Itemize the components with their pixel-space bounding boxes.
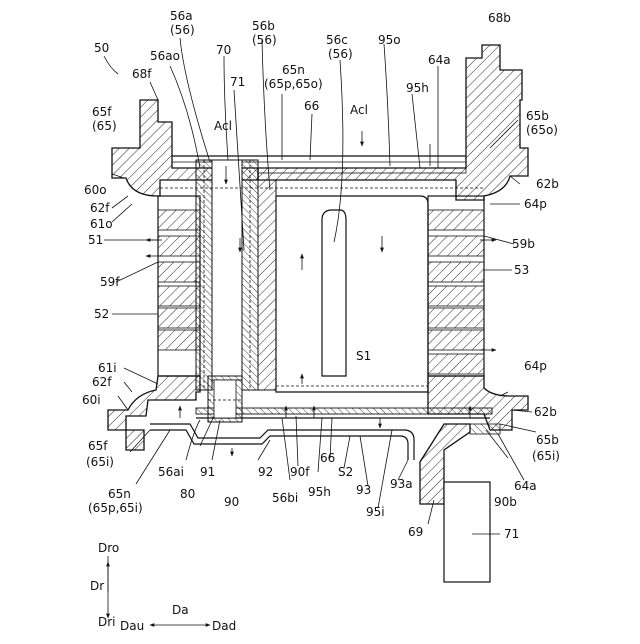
label-65n-top: 65n bbox=[282, 63, 305, 77]
label-95o: 95o bbox=[378, 33, 401, 47]
label-56a: 56a bbox=[170, 9, 193, 23]
label-65b-top-sub: (65o) bbox=[526, 123, 558, 137]
label-acl-left: Acl bbox=[214, 119, 232, 133]
label-66-top: 66 bbox=[304, 99, 319, 113]
label-65f-top: 65f bbox=[92, 105, 112, 119]
label-95h-top: 95h bbox=[406, 81, 429, 95]
label-64p-top: 64p bbox=[524, 197, 547, 211]
label-80: 80 bbox=[180, 487, 195, 501]
label-dad: Dad bbox=[212, 619, 236, 633]
label-95i: 95i bbox=[366, 505, 385, 519]
direction-axes bbox=[108, 556, 210, 625]
label-71-bot: 71 bbox=[504, 527, 519, 541]
label-61i: 61i bbox=[98, 361, 117, 375]
label-s1: S1 bbox=[356, 349, 371, 363]
label-90b: 90b bbox=[494, 495, 517, 509]
label-60o: 60o bbox=[84, 183, 107, 197]
center-tubes bbox=[196, 160, 276, 390]
label-65n-top-sub: (65p,65o) bbox=[264, 77, 323, 91]
label-56ao: 56ao bbox=[150, 49, 180, 63]
left-lower-flange bbox=[108, 376, 200, 450]
label-62f-bot: 62f bbox=[92, 375, 112, 389]
label-65b-top: 65b bbox=[526, 109, 549, 123]
label-68f: 68f bbox=[132, 67, 152, 81]
label-acl-right: Acl bbox=[350, 103, 368, 117]
label-50: 50 bbox=[94, 41, 109, 55]
label-62b-top: 62b bbox=[536, 177, 559, 191]
lower-housing bbox=[108, 376, 528, 460]
label-dau: Dau bbox=[120, 619, 144, 633]
label-93a: 93a bbox=[390, 477, 413, 491]
label-65b-bot-sub: (65i) bbox=[532, 449, 560, 463]
label-92: 92 bbox=[258, 465, 273, 479]
label-s2: S2 bbox=[338, 465, 353, 479]
label-65f-top-sub: (65) bbox=[92, 119, 117, 133]
left-cell-stack bbox=[158, 196, 200, 376]
label-56bi: 56bi bbox=[272, 491, 298, 505]
label-56b-sub: (56) bbox=[252, 33, 277, 47]
label-62b-bot: 62b bbox=[534, 405, 557, 419]
label-56ai: 56ai bbox=[158, 465, 184, 479]
label-59f: 59f bbox=[100, 275, 120, 289]
label-65b-bot: 65b bbox=[536, 433, 559, 447]
label-95h-bot: 95h bbox=[308, 485, 331, 499]
label-90f: 90f bbox=[290, 465, 310, 479]
upper-housing bbox=[112, 45, 528, 200]
label-56c: 56c bbox=[326, 33, 348, 47]
label-51: 51 bbox=[88, 233, 103, 247]
label-64p-bot: 64p bbox=[524, 359, 547, 373]
label-64a-top: 64a bbox=[428, 53, 451, 67]
right-cell-stack bbox=[428, 196, 484, 376]
label-93: 93 bbox=[356, 483, 371, 497]
label-dri: Dri bbox=[98, 615, 116, 629]
label-da: Da bbox=[172, 603, 189, 617]
label-71-top: 71 bbox=[230, 75, 245, 89]
label-56c-sub: (56) bbox=[328, 47, 353, 61]
label-dro: Dro bbox=[98, 541, 119, 555]
label-68b: 68b bbox=[488, 11, 511, 25]
label-52: 52 bbox=[94, 307, 109, 321]
label-65f-bot-sub: (65i) bbox=[86, 455, 114, 469]
label-56a-sub: (56) bbox=[170, 23, 195, 37]
label-61o: 61o bbox=[90, 217, 113, 231]
label-90: 90 bbox=[224, 495, 239, 509]
label-56b: 56b bbox=[252, 19, 275, 33]
label-70: 70 bbox=[216, 43, 231, 57]
label-59b: 59b bbox=[512, 237, 535, 251]
label-62f-top: 62f bbox=[90, 201, 110, 215]
support-bracket bbox=[420, 424, 500, 582]
label-65f-bot: 65f bbox=[88, 439, 108, 453]
label-69: 69 bbox=[408, 525, 423, 539]
label-65n-bot-sub: (65p,65i) bbox=[88, 501, 143, 515]
label-53: 53 bbox=[514, 263, 529, 277]
label-65n-bot: 65n bbox=[108, 487, 131, 501]
label-dr: Dr bbox=[90, 579, 104, 593]
label-60i: 60i bbox=[82, 393, 101, 407]
label-64a-bot: 64a bbox=[514, 479, 537, 493]
right-lower-flange bbox=[428, 376, 528, 430]
label-66-bot: 66 bbox=[320, 451, 335, 465]
label-91: 91 bbox=[200, 465, 215, 479]
